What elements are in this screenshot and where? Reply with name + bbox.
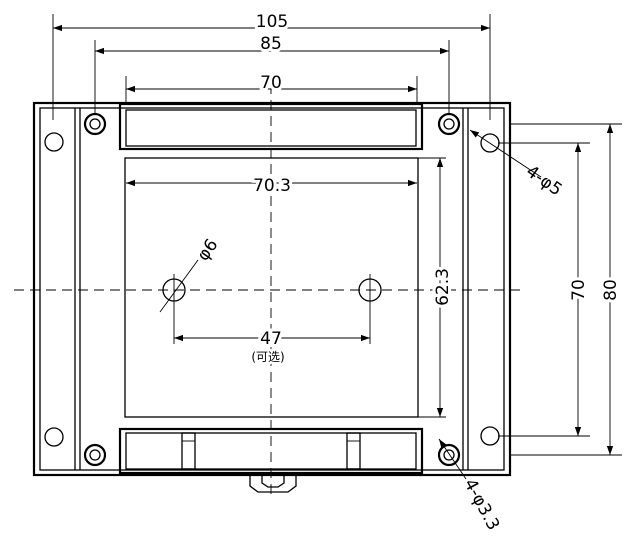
dim-mount-hole-spacing-width-label: 85 xyxy=(260,34,282,54)
dim-overall-height-label: 80 xyxy=(601,279,621,301)
inner-panel xyxy=(124,157,419,418)
bottom-channel xyxy=(118,427,424,475)
screw-hole-callout: 4-φ3.3 xyxy=(460,476,504,534)
screw-hole-bottom-left xyxy=(83,443,107,467)
outer-hole-bottom-right xyxy=(480,426,500,446)
outer-hole-callout: 4-φ5 xyxy=(522,162,565,201)
dim-inner-panel-height-label: 62.3 xyxy=(433,268,453,306)
dim-overall-height xyxy=(510,123,622,456)
leader-outer-hole xyxy=(469,129,542,178)
dim-center-hole-note: (可选) xyxy=(251,350,284,364)
outer-hole-top-left xyxy=(44,132,64,152)
screw-hole-bottom-right xyxy=(437,443,461,467)
dim-mount-hole-spacing-width xyxy=(94,40,450,114)
dim-inner-panel-width-label: 70.3 xyxy=(253,176,291,196)
dim-top-channel-width xyxy=(125,76,418,104)
dim-mount-hole-spacing-height xyxy=(498,142,590,437)
dim-top-channel-width-label: 70 xyxy=(260,73,282,93)
din-rail-clip xyxy=(249,475,297,493)
dim-mount-hole-spacing-height-label: 70 xyxy=(569,279,589,301)
screw-hole-top-left xyxy=(83,112,107,136)
dim-center-hole-diameter xyxy=(159,259,199,313)
outer-hole-bottom-left xyxy=(44,427,64,447)
screw-hole-top-right xyxy=(437,112,461,136)
top-channel xyxy=(118,102,424,151)
dim-center-hole-spacing-label: 47 xyxy=(260,329,282,349)
dim-overall-width xyxy=(52,14,491,120)
leader-screw-hole xyxy=(438,438,467,480)
dim-inner-panel-height xyxy=(418,157,446,418)
dim-overall-width-label: 105 xyxy=(256,12,288,32)
center-lines xyxy=(14,84,520,500)
